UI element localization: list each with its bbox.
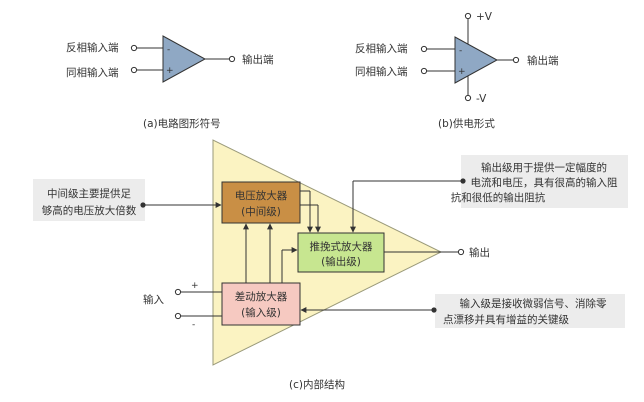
symbol-a: 反相输入端 同相输入端 - + 输出端 (a)电路图形符号 (66, 35, 274, 130)
input-minus-sign: - (192, 320, 195, 330)
a-caption: (a)电路图形符号 (143, 117, 221, 130)
push-pull-amp-subtitle: (输出级) (321, 255, 361, 268)
input-plus-sign: + (191, 281, 199, 291)
a-plus-sign: + (166, 66, 174, 76)
callout-input-line1: 输入级是接收微弱信号、消除零 (460, 297, 607, 310)
callout-output-line1: 输出级用于提供一定幅度的 (481, 161, 607, 174)
callout-middle-box (33, 179, 145, 221)
b-opamp-triangle (454, 36, 499, 84)
internal-output-label: 输出 (469, 246, 490, 259)
a-inverting-terminal (130, 44, 138, 52)
a-minus-sign: - (167, 45, 170, 55)
callout-middle-dot (140, 202, 146, 208)
b-plus-sign: + (458, 67, 466, 77)
b-supply-neg-label: -V (476, 93, 487, 105)
callout-middle-line2: 够高的电压放大倍数 (42, 204, 137, 217)
b-supply-pos-label: +V (476, 11, 493, 23)
voltage-amp-subtitle: (中间级) (241, 205, 281, 218)
symbol-b: 反相输入端 同相输入端 +V -V - + 输出端 (b)供电形式 (355, 11, 559, 130)
callout-output-line3: 抗和很低的输出阻抗 (451, 191, 546, 204)
voltage-amp-box (221, 181, 301, 224)
b-minus-sign: - (459, 46, 462, 56)
callout-output-box (461, 155, 628, 208)
input-minus-terminal (174, 312, 182, 320)
a-inverting-label: 反相输入端 (66, 41, 119, 54)
b-caption: (b)供电形式 (438, 117, 495, 130)
callout-input-line2: 点漂移并具有增益的关键级 (443, 313, 569, 326)
b-inverting-terminal (420, 45, 428, 53)
a-output-terminal (228, 55, 236, 63)
a-output-label: 输出端 (242, 53, 274, 66)
input-plus-terminal (174, 288, 182, 296)
push-pull-amp-title: 推挽式放大器 (310, 240, 373, 253)
b-output-label: 输出端 (527, 54, 559, 67)
callout-input-dot (431, 307, 437, 313)
b-output-terminal (512, 56, 520, 64)
b-supply-neg-terminal (464, 94, 472, 102)
b-noninverting-label: 同相输入端 (355, 65, 408, 78)
diff-amp-title: 差动放大器 (235, 290, 288, 303)
a-opamp-triangle (162, 35, 207, 83)
c-caption: (c)内部结构 (289, 378, 345, 391)
internal-structure: 电压放大器 (中间级) 推挽式放大器 (输出级) 差动放大器 (输入级) 输出 … (33, 139, 628, 391)
internal-input-label: 输入 (143, 293, 164, 306)
a-noninverting-terminal (130, 66, 138, 74)
b-supply-pos-terminal (464, 12, 472, 20)
internal-output-terminal (457, 248, 465, 256)
b-inverting-label: 反相输入端 (355, 42, 408, 55)
diff-amp-box (221, 282, 301, 326)
callout-output-line2: 电流和电压，具有很高的输入阻 (471, 176, 618, 189)
a-noninverting-label: 同相输入端 (66, 66, 119, 79)
callout-middle-line1: 中间级主要提供足 (47, 187, 131, 200)
diff-amp-subtitle: (输入级) (241, 306, 281, 319)
b-noninverting-terminal (420, 67, 428, 75)
callout-input-box (435, 294, 625, 328)
voltage-amp-title: 电压放大器 (235, 189, 288, 202)
